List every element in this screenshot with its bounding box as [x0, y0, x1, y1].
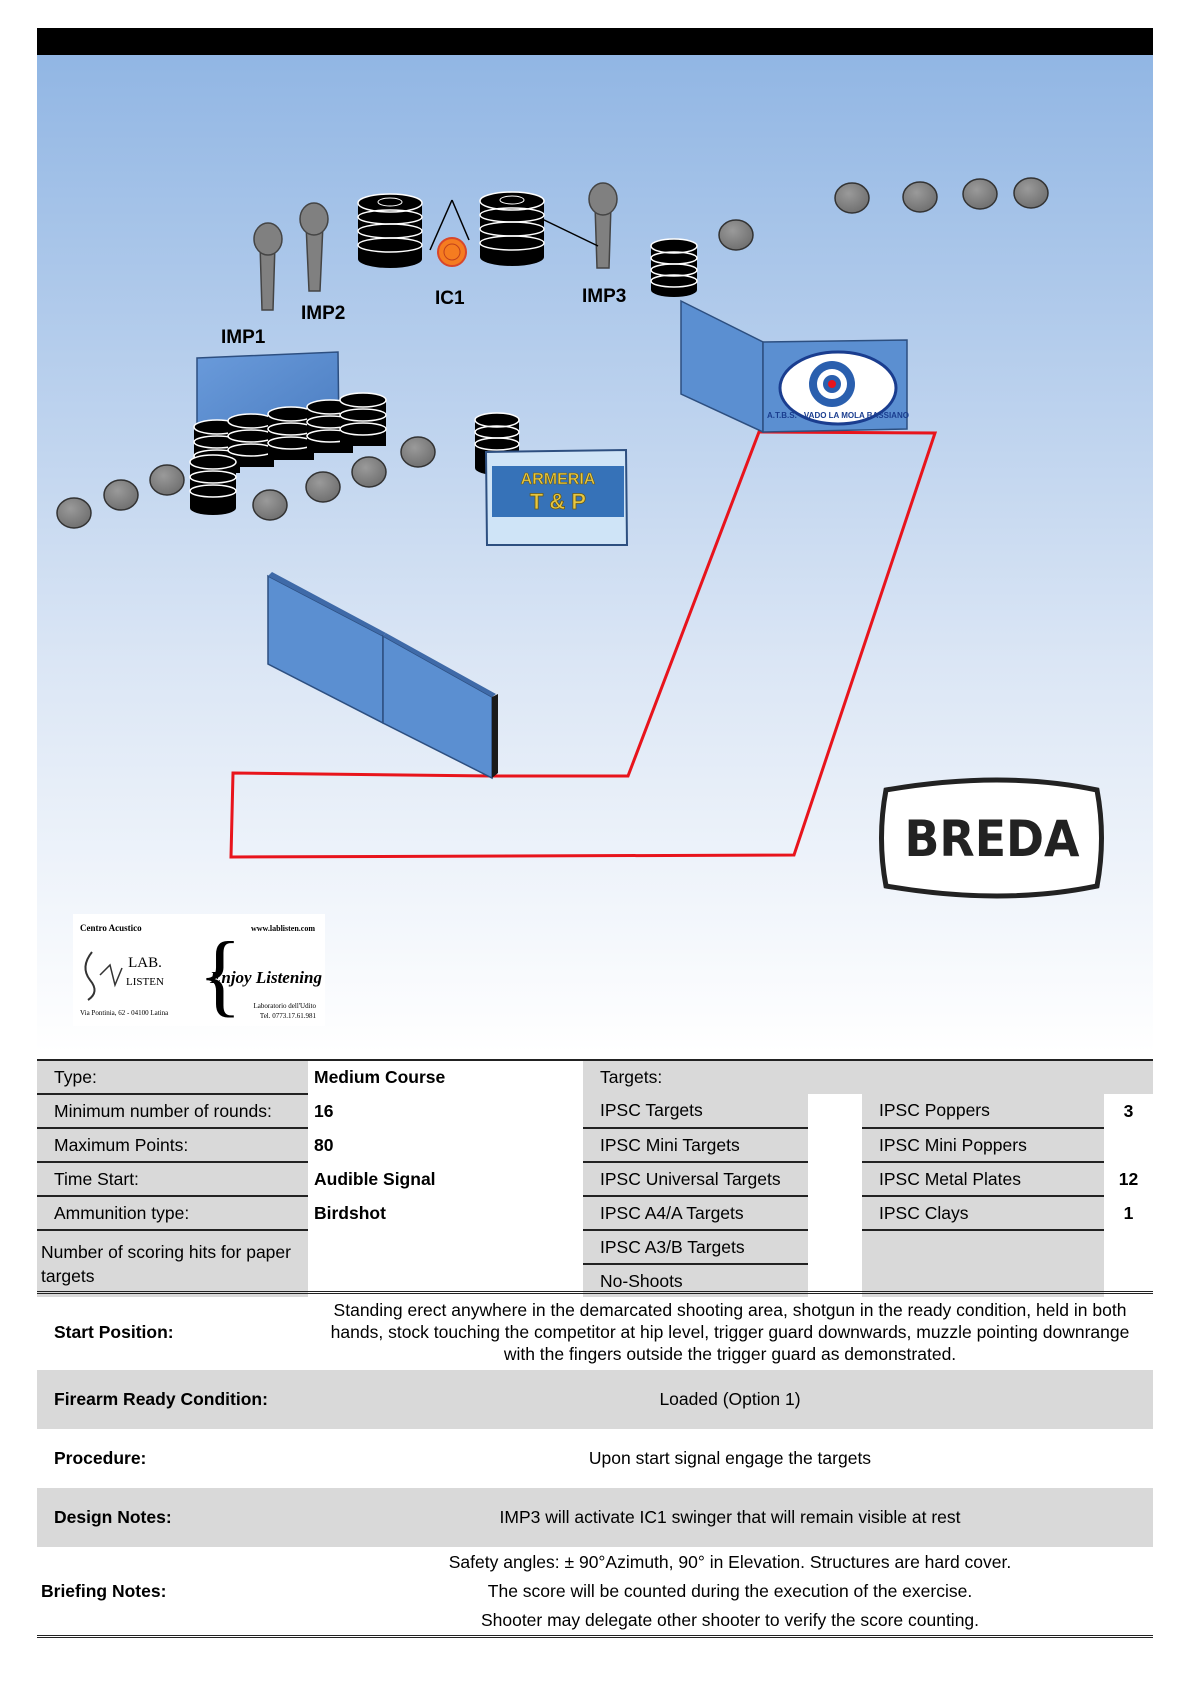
svg-text:Centro Acustico: Centro Acustico	[80, 923, 142, 933]
start-position-label: Start Position:	[54, 1321, 174, 1342]
metal-plate	[718, 219, 754, 251]
target-name: No-Shoots	[583, 1264, 808, 1297]
max-points-value: 80	[314, 1134, 334, 1155]
svg-text:LAB.: LAB.	[128, 955, 162, 971]
target-name: IPSC Clays	[862, 1196, 1104, 1231]
time-start-value: Audible Signal	[314, 1168, 436, 1189]
label-imp3: IMP3	[582, 286, 626, 307]
target-count	[808, 1128, 862, 1162]
armeria-tp-text: T & P	[530, 489, 586, 514]
atbs-text: A.T.B.S. - VADO LA MOLA BASSIANO	[767, 411, 909, 420]
procedure-text: Upon start signal engage the targets	[588, 1448, 872, 1468]
type-value: Medium Course	[314, 1067, 446, 1087]
targets-header: Targets:	[583, 1060, 1153, 1094]
metal-plate	[351, 456, 387, 488]
target-count: 1	[1123, 1202, 1134, 1223]
stage-notes-table: Start Position: Standing erect anywhere …	[37, 1291, 1153, 1638]
label-imp1: IMP1	[221, 327, 266, 348]
ammo-label: Ammunition type:	[37, 1196, 308, 1231]
scoring-hits-label: Number of scoring hits for paper targets	[37, 1230, 308, 1297]
target-name: IPSC Targets	[583, 1094, 808, 1129]
target-count	[808, 1162, 862, 1196]
briefing-line: Safety angles: ± 90°Azimuth, 90° in Elev…	[448, 1551, 1012, 1572]
design-notes-text: IMP3 will activate IC1 swinger that will…	[499, 1507, 961, 1527]
target-name: IPSC A4/A Targets	[583, 1196, 808, 1231]
metal-plate	[103, 479, 139, 511]
svg-text:LISTEN: LISTEN	[126, 976, 164, 988]
start-position-text: Standing erect anywhere in the demarcate…	[330, 1300, 1130, 1364]
target-count	[808, 1094, 862, 1128]
target-name: IPSC Poppers	[862, 1094, 1104, 1129]
target-name: IPSC A3/B Targets	[583, 1230, 808, 1265]
briefing-line: The score will be counted during the exe…	[487, 1580, 973, 1601]
time-start-label: Time Start:	[37, 1162, 308, 1197]
procedure-label: Procedure:	[54, 1448, 147, 1468]
svg-text:{: {	[198, 923, 242, 1025]
breda-logo: BREDA	[879, 777, 1104, 899]
target-name: IPSC Mini Poppers	[862, 1128, 1104, 1163]
popper-imp1	[253, 222, 283, 311]
ready-condition-label: Firearm Ready Condition:	[54, 1389, 268, 1409]
metal-plate	[400, 436, 436, 468]
target-name: IPSC Metal Plates	[862, 1162, 1104, 1197]
tire-stack-upper-right	[479, 191, 545, 266]
target-empty	[862, 1230, 1104, 1297]
svg-text:www.lablisten.com: www.lablisten.com	[251, 924, 315, 933]
target-count	[1104, 1128, 1153, 1162]
atbs-logo: A.T.B.S. - VADO LA MOLA BASSIANO	[767, 350, 909, 426]
armeria-text: ARMERIA	[521, 471, 596, 488]
target-name: IPSC Universal Targets	[583, 1162, 808, 1197]
ammo-value: Birdshot	[314, 1202, 386, 1223]
breda-text: BREDA	[905, 810, 1080, 868]
briefing-notes-label: Briefing Notes:	[41, 1580, 167, 1601]
imp3-link	[539, 217, 599, 247]
ic1-swinger-clay	[437, 237, 467, 267]
target-count	[808, 1230, 862, 1264]
svg-text:Laboratorio dell'Udito: Laboratorio dell'Udito	[254, 1002, 317, 1010]
label-ic1: IC1	[435, 288, 465, 309]
metal-plate	[902, 181, 938, 213]
scoring-hits-value	[308, 1230, 583, 1297]
briefing-notes-text: Safety angles: ± 90°Azimuth, 90° in Elev…	[307, 1547, 1153, 1637]
target-count	[808, 1196, 862, 1230]
metal-plate	[962, 178, 998, 210]
type-label: Type:	[37, 1060, 308, 1095]
svg-text:Enjoy Listening: Enjoy Listening	[209, 968, 322, 987]
label-imp2: IMP2	[301, 303, 345, 324]
popper-imp3	[588, 182, 618, 269]
tire-stack-upper-left	[357, 193, 423, 268]
max-points-label: Maximum Points:	[37, 1128, 308, 1163]
metal-plate	[1013, 177, 1049, 209]
lablisten-card: Centro Acustico www.lablisten.com LAB. L…	[73, 914, 325, 1026]
design-notes-label: Design Notes:	[54, 1507, 172, 1527]
target-count: 12	[1118, 1168, 1139, 1189]
metal-plate	[305, 471, 341, 503]
header-bar	[37, 28, 1153, 55]
metal-plates-left	[56, 436, 436, 529]
metal-plate	[149, 464, 185, 496]
target-count: 3	[1123, 1100, 1134, 1121]
ready-condition-text: Loaded (Option 1)	[659, 1389, 801, 1409]
metal-plate	[834, 182, 870, 214]
metal-plates-right	[718, 177, 1049, 251]
tire-stacks-left-group	[189, 392, 387, 515]
min-rounds-value: 16	[314, 1100, 334, 1121]
svg-text:Tel. 0773.17.61.981: Tel. 0773.17.61.981	[260, 1012, 317, 1020]
tire-stack-right	[650, 238, 698, 297]
ic1-link-left	[429, 199, 453, 251]
target-name: IPSC Mini Targets	[583, 1128, 808, 1163]
min-rounds-label: Minimum number of rounds:	[37, 1094, 308, 1129]
armeria-sign: ARMERIA T & P	[484, 448, 629, 546]
briefing-line: Shooter may delegate other shooter to ve…	[480, 1609, 980, 1630]
popper-imp2	[299, 202, 329, 292]
ic1-link-right	[451, 199, 470, 241]
metal-plate	[56, 497, 92, 529]
stage-info-table: Type: Medium Course Targets: Minimum num…	[37, 1059, 1153, 1297]
svg-text:Via Pontinia, 62 - 04100 Latin: Via Pontinia, 62 - 04100 Latina	[80, 1009, 169, 1017]
metal-plate	[252, 489, 288, 521]
shooting-area-boundary	[229, 430, 938, 859]
wall-front-angled	[267, 572, 498, 780]
